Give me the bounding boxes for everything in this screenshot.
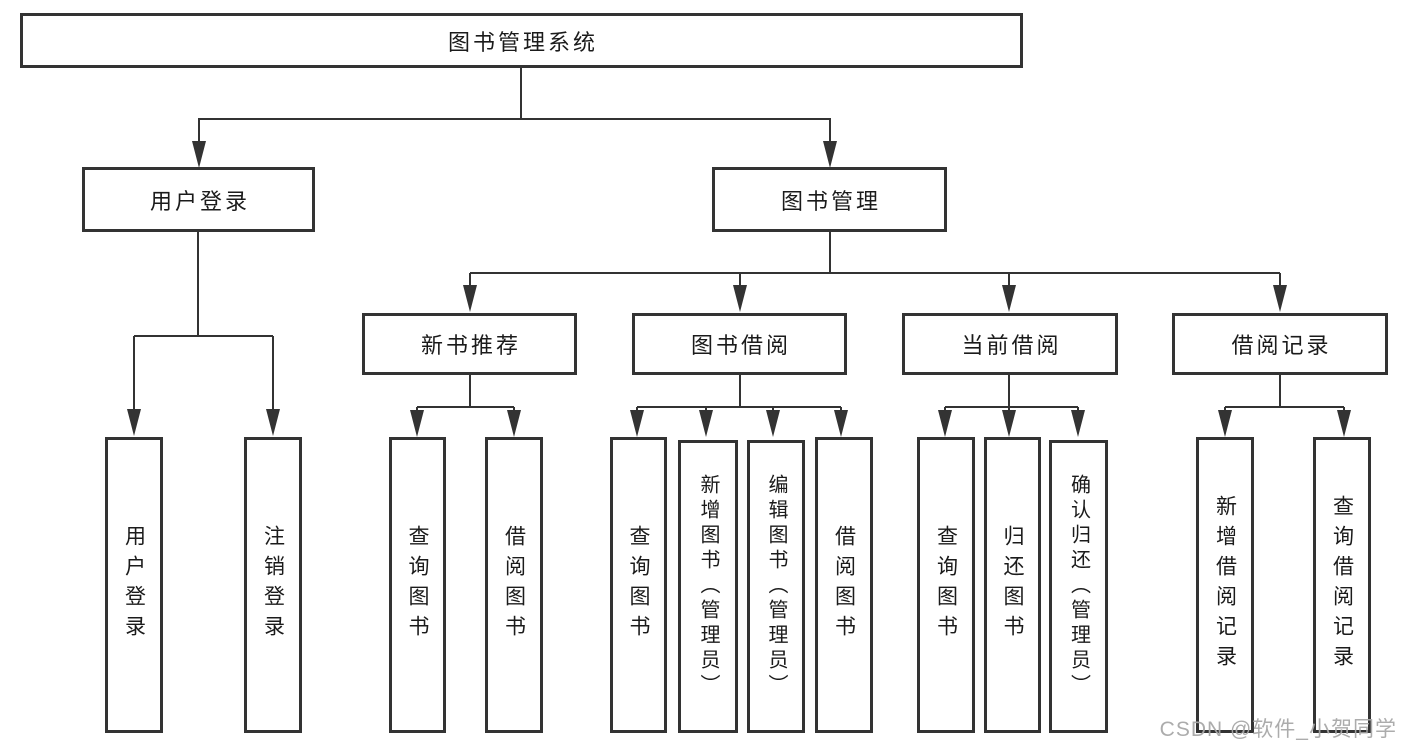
connector-user-login-to-leaves (127, 232, 280, 436)
node-borrow-records-label: 借阅记录 (1231, 333, 1332, 358)
leaf-borrow-books-2-label: 借阅图书 (832, 525, 856, 645)
connector-new-book-to-leaves (410, 375, 521, 437)
leaf-add-book-admin-label: 新增图书（管理员） (697, 474, 719, 699)
node-book-borrowing: 图书借阅 (632, 313, 847, 375)
node-borrow-records: 借阅记录 (1172, 313, 1388, 375)
leaf-confirm-return-admin-label: 确认归还（管理员） (1067, 474, 1090, 699)
leaf-search-books-1: 查询图书 (389, 437, 446, 733)
leaf-add-borrow-record: 新增借阅记录 (1196, 437, 1254, 733)
node-book-borrowing-label: 图书借阅 (690, 333, 791, 358)
leaf-confirm-return-admin: 确认归还（管理员） (1049, 440, 1108, 733)
leaf-borrow-books-1-label: 借阅图书 (502, 525, 526, 645)
leaf-return-book: 归还图书 (984, 437, 1041, 733)
leaf-user-login-label: 用户登录 (122, 525, 146, 645)
connector-book-borrowing-to-leaves (630, 375, 848, 437)
node-user-login: 用户登录 (82, 167, 315, 232)
node-current-borrowing: 当前借阅 (902, 313, 1118, 375)
leaf-edit-book-admin-label: 编辑图书（管理员） (765, 474, 787, 699)
leaf-search-books-3: 查询图书 (917, 437, 975, 733)
node-user-login-label: 用户登录 (149, 188, 250, 214)
leaf-borrow-books-1: 借阅图书 (485, 437, 543, 733)
leaf-search-books-1-label: 查询图书 (406, 525, 429, 645)
leaf-search-borrow-record: 查询借阅记录 (1313, 437, 1371, 733)
node-new-book-recommend: 新书推荐 (362, 313, 577, 375)
leaf-edit-book-admin: 编辑图书（管理员） (747, 440, 805, 733)
node-book-management: 图书管理 (712, 167, 947, 232)
connector-root-to-level2 (192, 68, 837, 168)
leaf-logout-label: 注销登录 (261, 525, 285, 645)
leaf-borrow-books-2: 借阅图书 (815, 437, 873, 733)
node-root-label: 图书管理系统 (447, 29, 598, 55)
leaf-search-borrow-record-label: 查询借阅记录 (1330, 495, 1354, 675)
leaf-add-borrow-record-label: 新增借阅记录 (1213, 495, 1237, 675)
node-root: 图书管理系统 (20, 13, 1023, 68)
connector-current-borrowing-to-leaves (938, 375, 1085, 437)
leaf-add-book-admin: 新增图书（管理员） (678, 440, 738, 733)
leaf-search-books-3-label: 查询图书 (934, 525, 958, 645)
connector-book-management-to-level3 (463, 232, 1287, 312)
leaf-search-books-2: 查询图书 (610, 437, 667, 733)
node-new-book-recommend-label: 新书推荐 (420, 333, 521, 358)
leaf-search-books-2-label: 查询图书 (627, 525, 650, 645)
watermark: CSDN @软件_小贺同学 (1159, 718, 1397, 741)
node-current-borrowing-label: 当前借阅 (961, 333, 1062, 358)
node-book-management-label: 图书管理 (780, 188, 881, 214)
leaf-user-login: 用户登录 (105, 437, 163, 733)
connector-borrow-records-to-leaves (1218, 375, 1351, 437)
leaf-logout: 注销登录 (244, 437, 302, 733)
leaf-return-book-label: 归还图书 (1001, 525, 1024, 645)
